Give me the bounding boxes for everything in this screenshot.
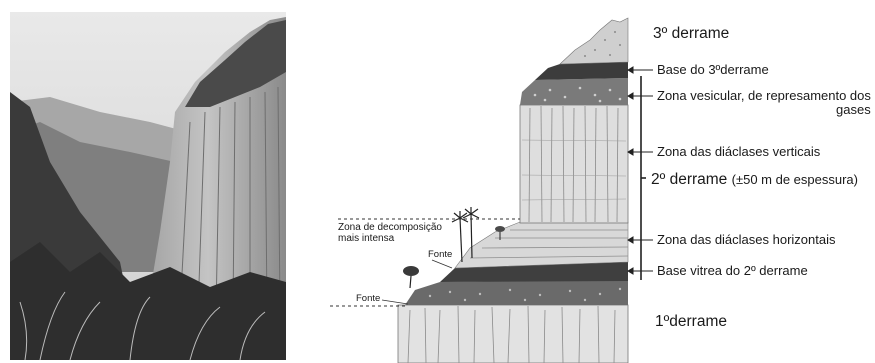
decomposition-zone-label-line2: mais intensa xyxy=(338,234,394,244)
derrame-1-label: 1ºderrame xyxy=(655,314,727,330)
derrame-2-thickness-note: (±50 m de espessura) xyxy=(732,172,858,187)
vesicular-zone-label-line1: Zona vesicular, de represamento dos xyxy=(657,89,871,102)
base-2-vitreous-layer xyxy=(405,262,628,305)
vesicular-zone-label-line2: gases xyxy=(836,103,871,116)
base-3-layer xyxy=(535,62,628,80)
fonte-upper-label: Fonte xyxy=(428,250,452,260)
derrame-2-label: 2º derrame (±50 m de espessura) xyxy=(651,172,858,188)
derrame-3-block xyxy=(560,18,628,64)
base-2-label: Base vitrea do 2º derrame xyxy=(657,264,808,277)
horizontal-joints-zone xyxy=(455,222,628,268)
fonte-lower-pointer xyxy=(382,300,408,304)
derrame-3-label: 3º derrame xyxy=(653,26,729,42)
horizontal-joints-label: Zona das diáclases horizontais xyxy=(657,233,836,246)
derrame-2-main: 2º derrame xyxy=(651,171,727,188)
base-3-label: Base do 3ºderrame xyxy=(657,63,769,76)
vertical-joints-label: Zona das diáclases verticais xyxy=(657,145,820,158)
small-tree-icon xyxy=(403,266,419,288)
vertical-joints-zone xyxy=(520,105,628,223)
fonte-upper-pointer xyxy=(432,260,452,268)
vesicular-zone xyxy=(520,78,628,105)
fonte-lower-label: Fonte xyxy=(356,294,380,304)
decomposition-zone-label-line1: Zona de decomposição xyxy=(338,223,442,233)
derrame-2-bracket xyxy=(641,76,646,280)
derrame-1-block xyxy=(398,305,628,363)
